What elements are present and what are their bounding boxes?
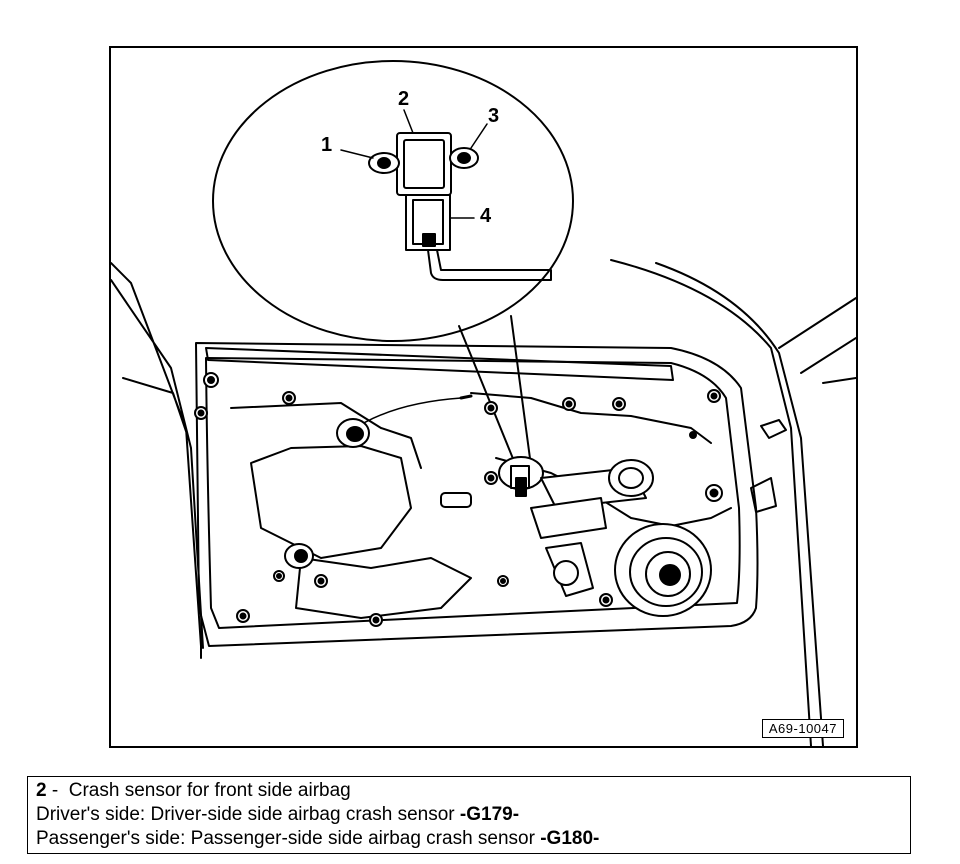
fasteners	[194, 372, 723, 627]
caption-driver-text: Driver's side: Driver-side side airbag c…	[36, 804, 460, 825]
door-diagram-figure: 1 2 3 4 A69-10047	[109, 46, 858, 748]
window-channel	[205, 347, 674, 381]
callout-4: 4	[480, 205, 492, 227]
callout-2: 2	[398, 88, 410, 110]
crash-sensor-detail	[340, 109, 552, 281]
caption-passenger-text: Passenger's side: Passenger-side side ai…	[36, 828, 541, 849]
detail-pointer	[458, 315, 532, 467]
callout-1: 1	[321, 134, 333, 156]
loudspeaker	[614, 523, 712, 617]
door-panel-outline	[195, 342, 759, 647]
window-motor	[530, 459, 654, 539]
left-frame	[111, 262, 204, 659]
caption-passenger-line: Passenger's side: Passenger-side side ai…	[36, 827, 902, 851]
caption-driver-line: Driver's side: Driver-side side airbag c…	[36, 803, 902, 827]
figure-code: A69-10047	[761, 719, 844, 738]
caption-driver-code: -G179-	[459, 804, 520, 825]
crash-sensor-on-door	[498, 456, 544, 497]
caption-item-number: 2	[36, 780, 47, 801]
door-illustration	[111, 60, 856, 746]
caption-passenger-code: -G180-	[540, 828, 600, 849]
callout-3: 3	[488, 105, 500, 127]
panel-cutout-lower	[295, 557, 472, 619]
caption-item-line: 2 - Crash sensor for front side airbag	[36, 779, 902, 803]
caption-item-title: Crash sensor for front side airbag	[68, 780, 351, 801]
detail-circle	[212, 60, 574, 342]
right-body-pillar	[610, 259, 856, 746]
panel-cutout-left	[250, 445, 412, 559]
caption-separator: -	[46, 780, 69, 801]
legend-caption: 2 - Crash sensor for front side airbag D…	[27, 776, 911, 854]
